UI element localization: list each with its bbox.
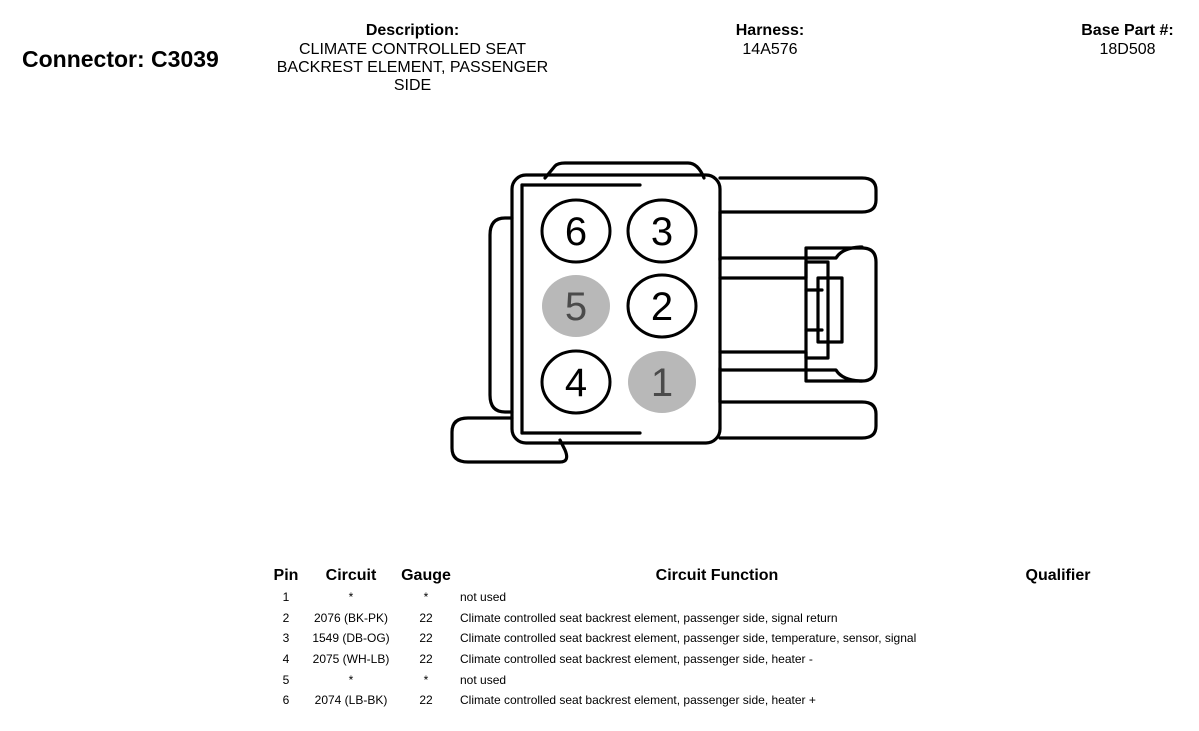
- cell-gauge: 22: [419, 652, 433, 667]
- pin-circle: [628, 351, 696, 413]
- cell-gauge: 22: [419, 610, 433, 625]
- table-row: 5 * * not used: [266, 669, 1138, 690]
- cell-pin: 1: [282, 590, 290, 605]
- cell-function: not used: [460, 590, 507, 605]
- cell-circuit: *: [348, 590, 354, 605]
- cell-pin: 2: [282, 610, 290, 625]
- table-row: 6 2074 (LB-BK) 22 Climate controlled seat b…: [266, 690, 1138, 711]
- column-header-function: Circuit Function: [655, 567, 779, 584]
- pin-2-cavity: 2: [626, 273, 698, 339]
- connector-title: Connector: C3039: [22, 46, 219, 72]
- pin-1-cavity: 1: [628, 351, 696, 413]
- pin-4-cavity: 4: [540, 349, 612, 415]
- table-row: 2 2076 (BK-PK) 22 Climate controlled seat b…: [266, 608, 1138, 629]
- pin-number-label: 1: [651, 361, 673, 405]
- harness-block: Harness: 14A576: [690, 21, 850, 59]
- column-header-qualifier: Qualifier: [1025, 567, 1091, 584]
- cell-qualifier: [978, 690, 1138, 711]
- connector-housing: [510, 173, 722, 445]
- description-block: Description: CLIMATE CONTROLLED SEAT BAC…: [250, 21, 575, 95]
- cell-function: Climate controlled seat backrest element…: [460, 693, 816, 708]
- cell-pin: 4: [282, 652, 290, 667]
- cell-pin: 6: [282, 693, 290, 708]
- pin-3-cavity: 3: [626, 198, 698, 264]
- cell-circuit: 2074 (LB-BK): [314, 693, 388, 708]
- cell-qualifier: [978, 669, 1138, 690]
- pin-circle: [540, 349, 612, 415]
- pin-circle: [542, 275, 610, 337]
- connector-rear-flange: [488, 216, 514, 414]
- harness-value: 14A576: [742, 41, 798, 58]
- table-header-row: Pin Circuit Gauge Circuit Function Quali…: [266, 565, 1138, 587]
- connector-lower-arm: [718, 400, 878, 440]
- pin-number-label: 5: [565, 285, 587, 329]
- pin-circle: [626, 198, 698, 264]
- description-line: SIDE: [393, 77, 432, 94]
- pin-6-cavity: 6: [540, 198, 612, 264]
- cell-gauge: 22: [419, 631, 433, 646]
- table-row: 4 2075 (WH-LB) 22 Climate controlled seat b…: [266, 649, 1138, 670]
- base-part-value: 18D508: [1099, 41, 1156, 58]
- base-part-label: Base Part #:: [1081, 22, 1174, 39]
- pin-number-label: 4: [565, 361, 587, 405]
- pin-circle: [540, 198, 612, 264]
- table-row: 1 * * not used: [266, 587, 1138, 608]
- cell-function: Climate controlled seat backrest element…: [460, 631, 917, 646]
- cell-circuit: 1549 (DB-OG): [312, 631, 390, 646]
- column-header-gauge: Gauge: [401, 567, 451, 584]
- harness-label: Harness:: [735, 22, 805, 39]
- description-line: BACKREST ELEMENT, PASSENGER: [276, 59, 549, 76]
- pinout-table: Pin Circuit Gauge Circuit Function Quali…: [266, 565, 1138, 711]
- table-row: 3 1549 (DB-OG) 22 Climate controlled seat b…: [266, 628, 1138, 649]
- connector-center-latch: [718, 246, 878, 383]
- cell-function: Climate controlled seat backrest element…: [460, 610, 838, 625]
- pin-circle: [626, 273, 698, 339]
- cell-circuit: *: [348, 672, 354, 687]
- pin-number-label: 6: [565, 210, 587, 254]
- cell-circuit: 2075 (WH-LB): [312, 652, 390, 667]
- cell-circuit: 2076 (BK-PK): [313, 610, 389, 625]
- base-part-block: Base Part #: 18D508: [1060, 21, 1195, 59]
- connector-top-cover: [543, 161, 706, 180]
- column-header-circuit: Circuit: [325, 567, 377, 584]
- cell-pin: 5: [282, 672, 290, 687]
- cell-gauge: *: [423, 590, 429, 605]
- cell-function: Climate controlled seat backrest element…: [460, 652, 813, 667]
- cell-gauge: 22: [419, 693, 433, 708]
- cell-qualifier: [978, 608, 1138, 629]
- column-header-pin: Pin: [273, 567, 299, 584]
- pin-5-cavity: 5: [542, 275, 610, 337]
- cell-function: not used: [460, 672, 507, 687]
- pin-number-label: 3: [651, 210, 673, 254]
- connector-lock-tab: [450, 416, 569, 464]
- connector-face-diagram: 6 3 5 2 4 1: [450, 161, 878, 464]
- cell-gauge: *: [423, 672, 429, 687]
- cell-qualifier: [978, 649, 1138, 670]
- description-label: Description:: [365, 22, 460, 39]
- cell-qualifier: [978, 587, 1138, 608]
- cell-qualifier: [978, 628, 1138, 649]
- connector-upper-arm: [718, 176, 878, 214]
- cell-pin: 3: [282, 631, 290, 646]
- description-line: CLIMATE CONTROLLED SEAT: [299, 41, 526, 58]
- pin-number-label: 2: [651, 285, 673, 329]
